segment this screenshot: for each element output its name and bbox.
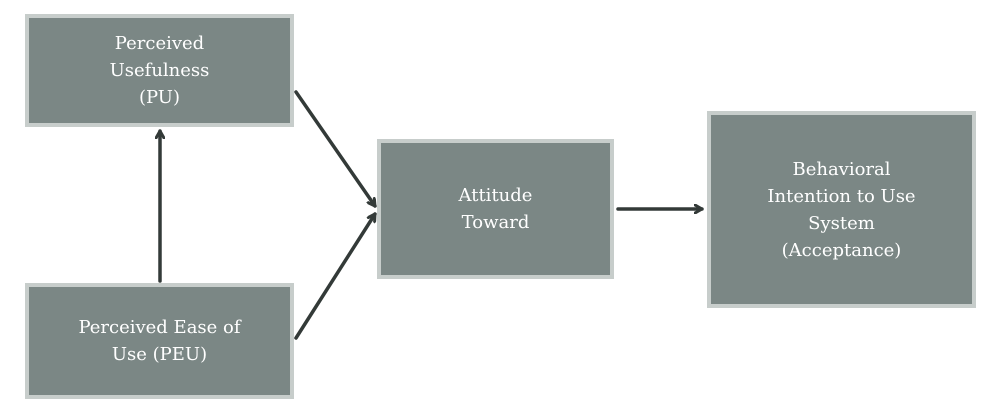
pu-line-2: Usefulness [109, 60, 210, 81]
perceived-ease-of-use-box: Perceived Ease of Use (PEU) [25, 283, 294, 399]
edge-peu-to-attitude [294, 212, 377, 340]
pu-line-1: Perceived [114, 33, 205, 54]
behavioral-intention-box: Behavioral Intention to Use System (Acce… [707, 111, 976, 308]
intention-line-3: System [808, 212, 875, 234]
intention-line-4: (Acceptance) [781, 239, 902, 261]
pu-line-3: (PU) [138, 87, 180, 108]
attitude-box: Attitude Toward [377, 139, 614, 279]
attitude-line-2: Toward [461, 212, 530, 233]
attitude-line-1: Attitude [458, 185, 533, 206]
intention-line-2: Intention to Use [767, 185, 916, 207]
peu-line-1: Perceived Ease of [78, 317, 241, 338]
edge-pu-to-attitude [294, 90, 377, 208]
intention-line-1: Behavioral [792, 158, 891, 180]
perceived-usefulness-box: Perceived Usefulness (PU) [25, 14, 294, 127]
peu-line-2: Use (PEU) [111, 344, 208, 365]
